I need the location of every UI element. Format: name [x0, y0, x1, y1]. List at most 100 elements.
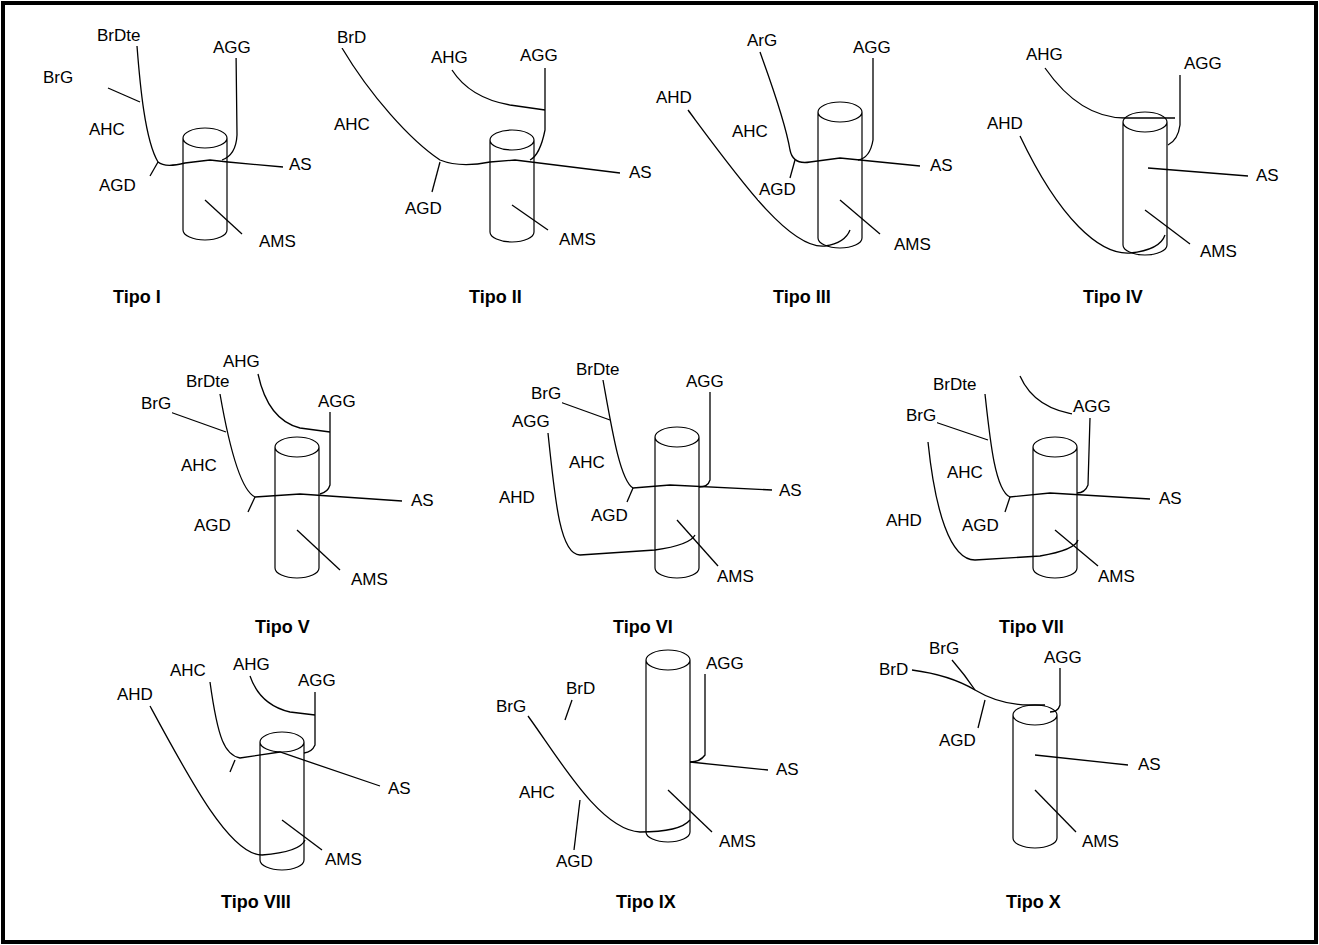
- artery-line: [1168, 75, 1180, 145]
- artery-line: [840, 200, 880, 234]
- artery-label: AHG: [430, 48, 469, 68]
- artery-line: [1020, 136, 1165, 253]
- artery-label: ArG: [746, 31, 778, 51]
- artery-label: AHD: [885, 511, 923, 531]
- artery-line: [108, 88, 140, 102]
- artery-label: AS: [1255, 166, 1280, 186]
- aorta-cylinder: [818, 102, 862, 248]
- artery-line: [205, 200, 242, 234]
- artery-line: [668, 790, 712, 832]
- artery-label: AMS: [1199, 242, 1238, 262]
- artery-line: [760, 52, 920, 166]
- artery-label: AHD: [655, 88, 693, 108]
- artery-label: BrDte: [932, 375, 977, 395]
- artery-line: [560, 402, 610, 420]
- aorta-cylinder: [183, 128, 227, 240]
- aorta-cylinder: [655, 427, 699, 578]
- aorta-cylinder: [1033, 437, 1077, 578]
- artery-line: [137, 46, 283, 167]
- type-caption: Tipo IX: [615, 892, 677, 912]
- artery-label: AHC: [180, 456, 218, 476]
- artery-line: [1005, 497, 1010, 512]
- artery-label: BrG: [42, 68, 74, 88]
- artery-label: BrG: [140, 394, 172, 414]
- artery-label: AHC: [333, 115, 371, 135]
- aorta-cylinder: [1123, 112, 1167, 255]
- artery-line: [512, 205, 548, 230]
- artery-label: BrD: [565, 679, 596, 699]
- artery-line: [297, 530, 340, 570]
- type-caption: Tipo VIII: [220, 892, 292, 912]
- artery-line: [230, 760, 235, 772]
- aorta-cylinder: [1013, 705, 1057, 848]
- artery-label: AGD: [938, 731, 977, 751]
- artery-line: [282, 820, 322, 850]
- artery-label: AGG: [852, 38, 892, 58]
- artery-label: AGG: [1043, 648, 1083, 668]
- type-caption: Tipo X: [1005, 892, 1062, 912]
- artery-label: AS: [387, 779, 412, 799]
- artery-line: [935, 422, 988, 440]
- artery-label: AHC: [946, 463, 984, 483]
- artery-line: [320, 412, 330, 494]
- type-caption: Tipo I: [112, 287, 162, 307]
- artery-line: [603, 380, 772, 490]
- artery-line: [1050, 668, 1060, 712]
- artery-line: [912, 670, 1045, 705]
- artery-label: AMS: [1097, 567, 1136, 587]
- artery-label: AGG: [685, 372, 725, 392]
- artery-line: [952, 660, 975, 690]
- artery-label: AGG: [212, 38, 252, 58]
- artery-label: BrDte: [575, 360, 620, 380]
- artery-label: AMS: [324, 850, 363, 870]
- artery-label: AHC: [731, 122, 769, 142]
- artery-label: AHD: [498, 488, 536, 508]
- artery-label: AHD: [116, 685, 154, 705]
- artery-label: AHC: [169, 661, 207, 681]
- type-caption: Tipo VII: [998, 617, 1065, 637]
- artery-line: [210, 682, 380, 786]
- artery-line: [432, 162, 440, 192]
- artery-label: AS: [1137, 755, 1162, 775]
- artery-label: AHC: [88, 120, 126, 140]
- aorta-cylinder: [646, 650, 690, 842]
- artery-label: AMS: [718, 832, 757, 852]
- type-caption: Tipo IV: [1082, 287, 1144, 307]
- type-caption: Tipo VI: [612, 617, 674, 637]
- artery-line: [1035, 790, 1076, 832]
- artery-line: [627, 488, 633, 502]
- artery-label: AMS: [350, 570, 389, 590]
- artery-line: [452, 70, 545, 110]
- artery-label: BrG: [495, 697, 527, 717]
- artery-lines: [108, 46, 1248, 855]
- artery-line: [1145, 210, 1190, 244]
- artery-line: [548, 433, 695, 555]
- artery-label: AGD: [555, 852, 594, 872]
- artery-label: AGG: [511, 412, 551, 432]
- artery-label: AGG: [317, 392, 357, 412]
- artery-line: [222, 50, 237, 160]
- artery-line: [688, 110, 850, 246]
- artery-line: [528, 716, 690, 832]
- artery-line: [150, 706, 305, 855]
- artery-label: BrG: [928, 639, 960, 659]
- artery-line: [1035, 755, 1128, 765]
- artery-line: [248, 497, 255, 512]
- artery-label: AHG: [222, 352, 261, 372]
- artery-label: AS: [929, 156, 954, 176]
- artery-label: AHG: [1025, 45, 1064, 65]
- artery-label: BrD: [878, 660, 909, 680]
- artery-label: AHC: [518, 783, 556, 803]
- artery-line: [699, 392, 710, 487]
- artery-label: AGD: [590, 506, 629, 526]
- artery-label: BrG: [530, 384, 562, 404]
- artery-label: BrDte: [185, 372, 230, 392]
- artery-line: [1148, 168, 1248, 176]
- artery-label: AGD: [758, 180, 797, 200]
- artery-label: AGD: [193, 516, 232, 536]
- aorta-cylinders: [183, 102, 1167, 870]
- aorta-cylinder: [275, 437, 319, 578]
- artery-label: AHD: [986, 114, 1024, 134]
- artery-line: [565, 700, 572, 720]
